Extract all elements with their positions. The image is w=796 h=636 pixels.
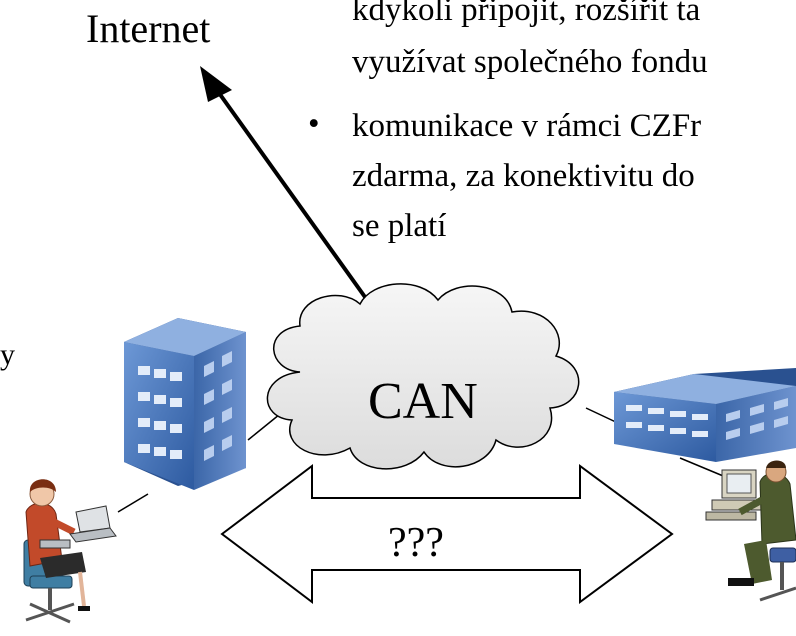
bullet-line: kdykoli připojit, rozšířit ta	[352, 0, 701, 28]
internet-label: Internet	[86, 6, 210, 51]
double-arrow	[220, 463, 674, 605]
left-fragment-text: y	[0, 338, 15, 371]
bullet-marker: •	[308, 106, 320, 142]
bullet-text: kdykoli připojit, rozšířit ta využívat s…	[308, 0, 708, 244]
bullet-line: komunikace v rámci CZFr	[352, 108, 701, 144]
bullet-line: využívat společného fondu	[352, 44, 708, 80]
man-user-icon	[705, 460, 796, 602]
bullet-line: zdarma, za konektivitu do	[352, 158, 695, 194]
bullet-line: se platí	[352, 208, 446, 244]
can-label: CAN	[368, 373, 478, 430]
unknown-label: ???	[388, 520, 444, 566]
internet-arrow	[200, 66, 382, 320]
woman-user-icon	[23, 479, 117, 624]
right-building-icon	[614, 368, 796, 462]
left-building-icon	[124, 318, 246, 490]
can-cloud	[266, 283, 580, 470]
